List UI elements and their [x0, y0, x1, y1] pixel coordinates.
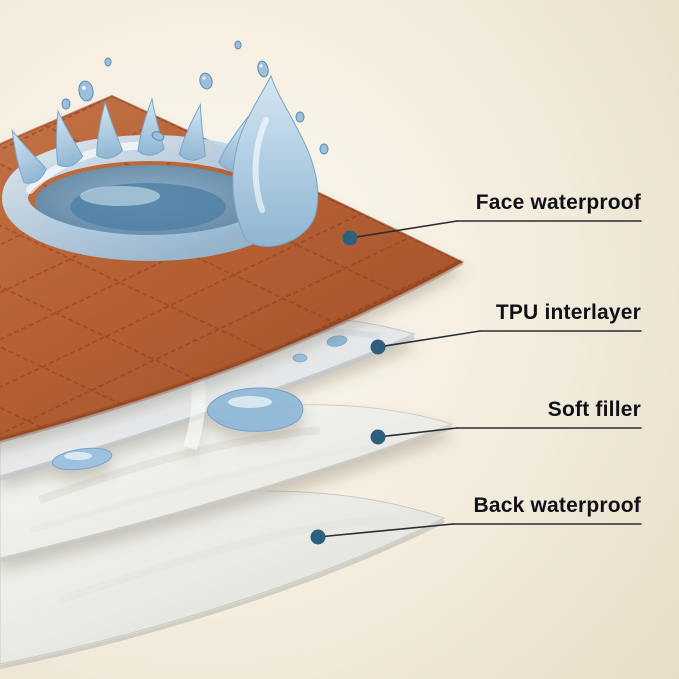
callout-filler — [370, 427, 642, 445]
callout-back — [310, 523, 642, 545]
callout-dot-filler — [370, 429, 386, 445]
label-back-waterproof: Back waterproof — [473, 494, 641, 517]
callout-dot-face — [342, 230, 358, 246]
tpu-water-drops — [51, 335, 348, 471]
droplet-highlights — [82, 64, 263, 90]
callout-tpu — [370, 330, 642, 355]
label-soft-filler: Soft filler — [547, 398, 641, 421]
callout-lines — [310, 220, 642, 545]
callout-dot-tpu — [370, 339, 386, 355]
splash-column — [232, 74, 319, 247]
callout-dot-back — [310, 529, 326, 545]
callout-face — [342, 220, 642, 246]
label-face-waterproof: Face waterproof — [475, 191, 641, 214]
splash-droplets — [61, 40, 329, 155]
label-tpu-interlayer: TPU interlayer — [495, 301, 641, 324]
water-splash — [2, 40, 329, 261]
